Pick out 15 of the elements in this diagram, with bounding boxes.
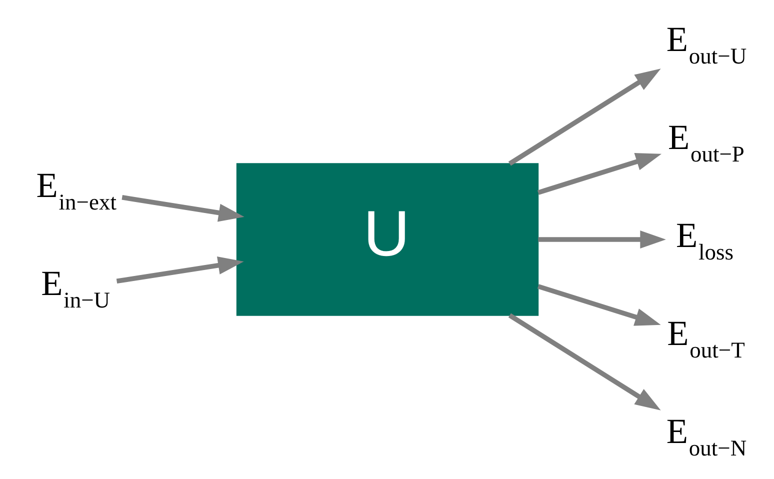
arrow	[121, 194, 244, 222]
arrow	[536, 152, 662, 195]
node-text: E$_{loss}$	[676, 214, 734, 264]
node-text: E$_{in−U}$	[40, 263, 110, 313]
node-text: E$_{out−U}$	[666, 18, 746, 68]
node-text: E$_{out−T}$	[666, 312, 744, 362]
arrow	[536, 284, 660, 326]
node-text: E$_{in−ext}$	[36, 165, 116, 215]
arrow	[538, 230, 666, 249]
arrow	[116, 256, 244, 284]
node-box: U	[236, 163, 538, 316]
arrow	[508, 68, 660, 166]
node-text: E$_{out−N}$	[666, 410, 746, 460]
node-text: E$_{out−P}$	[667, 116, 744, 166]
arrow	[508, 313, 660, 410]
